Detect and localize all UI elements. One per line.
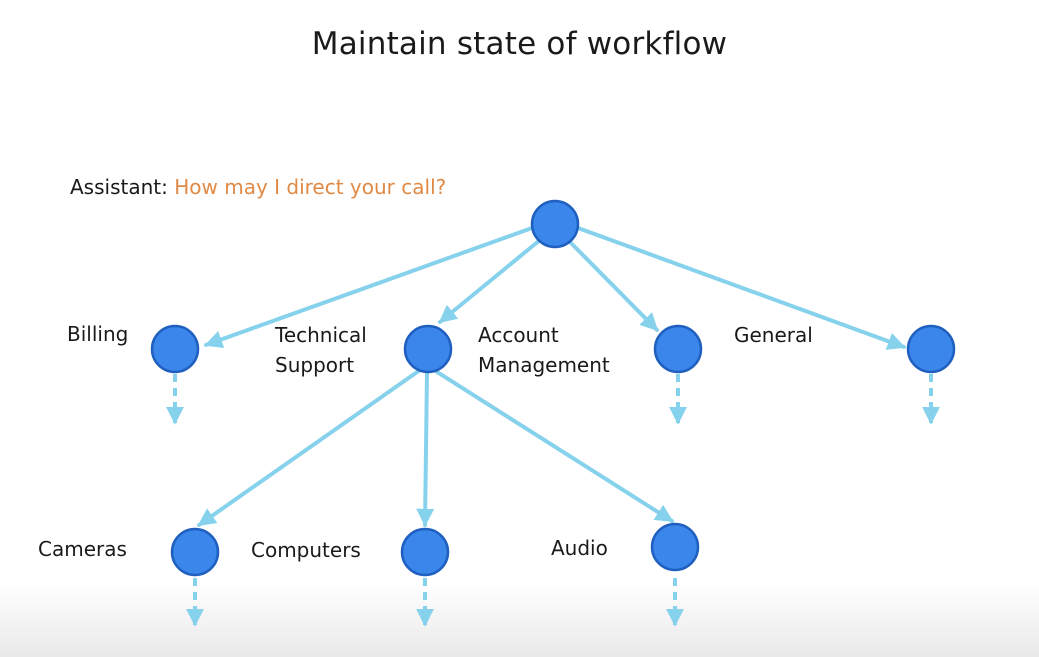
label-account-management-line1: Account <box>478 323 559 347</box>
label-technical-support: Technical Support <box>275 320 367 380</box>
node-root <box>530 199 580 249</box>
node-audio <box>650 522 700 572</box>
speaker-label: Assistant: <box>70 175 168 199</box>
edge-support-cameras <box>197 368 422 527</box>
edge-support-computers <box>416 371 435 527</box>
node-computers <box>400 527 450 577</box>
node-billing <box>150 324 200 374</box>
label-computers: Computers <box>251 538 361 562</box>
edge-root-general <box>576 226 906 350</box>
assistant-prompt: Assistant: How may I direct your call? <box>70 175 446 199</box>
label-account-management-line2: Management <box>478 353 610 377</box>
diagram-title: Maintain state of workflow <box>311 26 728 62</box>
label-audio: Audio <box>551 536 608 560</box>
edge-root-technical-support <box>438 238 542 324</box>
edge-root-billing <box>204 226 534 348</box>
background-fade <box>0 582 1039 657</box>
label-technical-support-line2: Support <box>275 353 355 377</box>
edge-root-account-management <box>568 240 659 332</box>
label-billing: Billing <box>67 322 129 346</box>
node-account-management <box>653 324 703 374</box>
label-cameras: Cameras <box>38 537 127 561</box>
node-general <box>906 324 956 374</box>
label-general: General <box>734 323 813 347</box>
label-technical-support-line1: Technical <box>275 323 367 347</box>
label-account-management: Account Management <box>478 320 610 380</box>
node-technical-support <box>403 324 453 374</box>
edge-support-audio <box>432 368 674 523</box>
node-cameras <box>170 527 220 577</box>
prompt-question: How may I direct your call? <box>174 175 447 199</box>
